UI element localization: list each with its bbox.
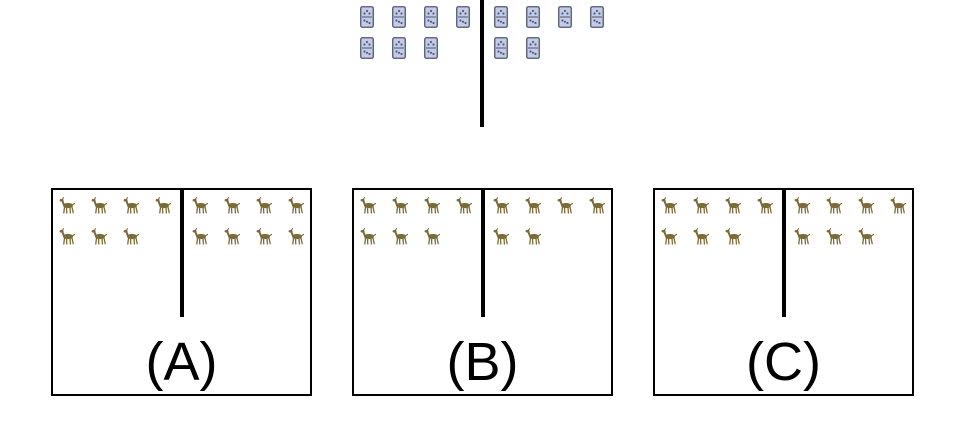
deer-icon [757, 197, 775, 214]
deer-icon [826, 228, 844, 245]
deer-icon [392, 197, 410, 214]
deer-icon [794, 197, 812, 214]
option-a-panel[interactable]: (A) [51, 188, 312, 396]
deer-icon [890, 197, 908, 214]
prompt-area [0, 0, 963, 130]
deer-icon [59, 228, 77, 245]
option-divider [481, 190, 485, 317]
option-c-panel[interactable]: (C) [653, 188, 914, 396]
domino-icon [590, 6, 604, 28]
deer-icon [589, 197, 607, 214]
deer-icon [224, 197, 242, 214]
domino-icon [558, 6, 572, 28]
deer-icon [661, 228, 679, 245]
option-label: (C) [746, 332, 821, 392]
deer-icon [525, 228, 543, 245]
domino-icon [424, 6, 438, 28]
deer-icon [858, 197, 876, 214]
deer-icon [192, 228, 210, 245]
option-divider [782, 190, 786, 317]
deer-icon [725, 197, 743, 214]
deer-icon [256, 228, 274, 245]
domino-icon [494, 6, 508, 28]
deer-icon [493, 228, 511, 245]
deer-icon [557, 197, 575, 214]
deer-icon [424, 197, 442, 214]
deer-icon [424, 228, 442, 245]
deer-icon [59, 197, 77, 214]
domino-icon [526, 6, 540, 28]
domino-icon [526, 37, 540, 59]
domino-icon [360, 6, 374, 28]
deer-icon [123, 197, 141, 214]
deer-icon [192, 197, 210, 214]
option-label: (B) [446, 332, 519, 392]
domino-icon [494, 37, 508, 59]
deer-icon [493, 197, 511, 214]
deer-icon [693, 197, 711, 214]
domino-icon [424, 37, 438, 59]
domino-icon [360, 37, 374, 59]
deer-icon [725, 228, 743, 245]
option-divider [180, 190, 184, 317]
deer-icon [826, 197, 844, 214]
deer-icon [525, 197, 543, 214]
deer-icon [360, 197, 378, 214]
domino-icon [392, 6, 406, 28]
deer-icon [123, 228, 141, 245]
deer-icon [91, 197, 109, 214]
deer-icon [224, 228, 242, 245]
deer-icon [392, 228, 410, 245]
deer-icon [288, 197, 306, 214]
option-label: (A) [145, 332, 218, 392]
deer-icon [91, 228, 109, 245]
deer-icon [794, 228, 812, 245]
domino-icon [392, 37, 406, 59]
deer-icon [155, 197, 173, 214]
deer-icon [693, 228, 711, 245]
deer-icon [360, 228, 378, 245]
deer-icon [288, 228, 306, 245]
option-b-panel[interactable]: (B) [352, 188, 613, 396]
deer-icon [456, 197, 474, 214]
deer-icon [661, 197, 679, 214]
deer-icon [256, 197, 274, 214]
prompt-divider [480, 0, 484, 127]
domino-icon [456, 6, 470, 28]
deer-icon [858, 228, 876, 245]
